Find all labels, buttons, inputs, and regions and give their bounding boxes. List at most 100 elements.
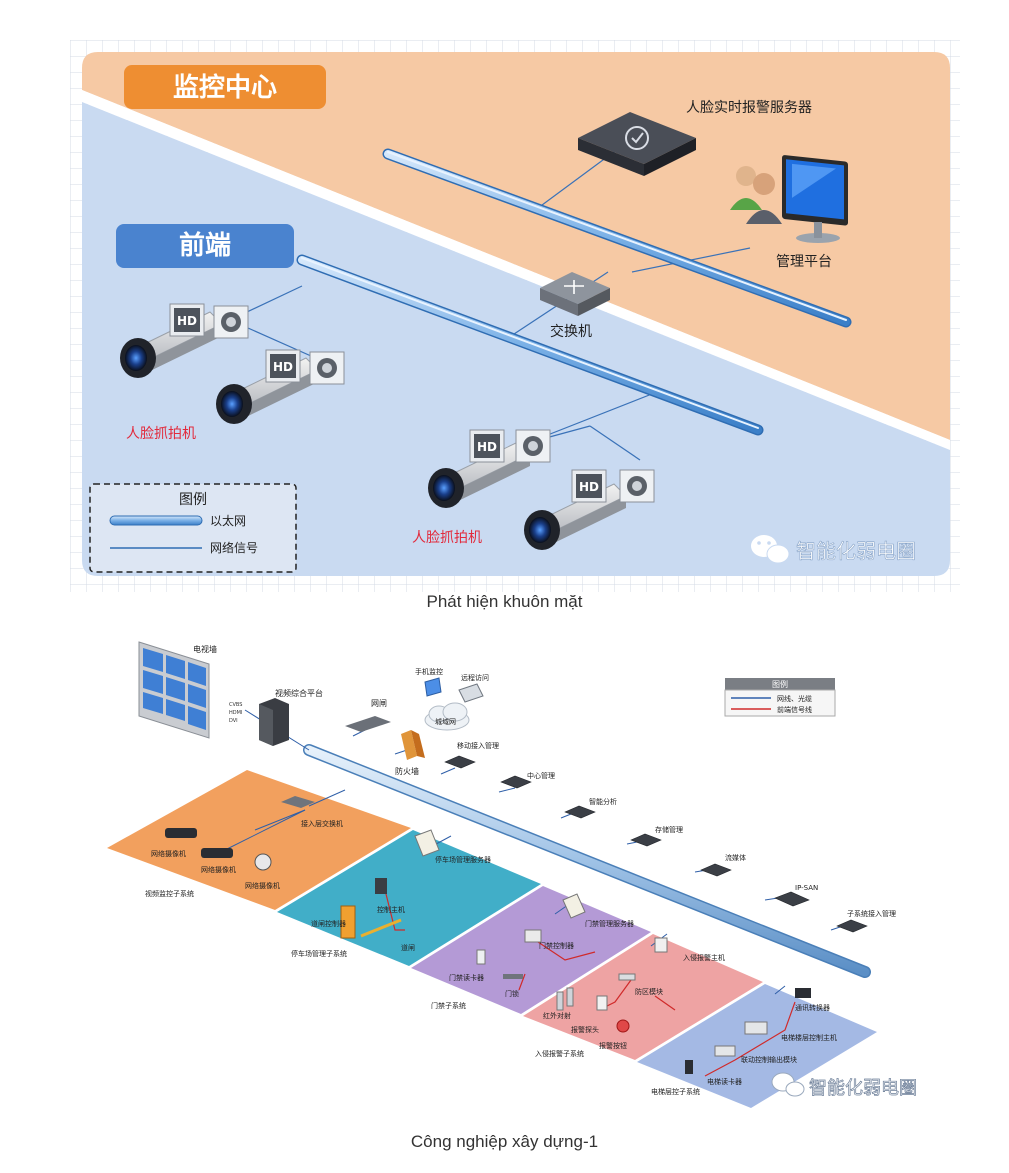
video-subsystem-zone <box>107 770 411 910</box>
access-server-label: 门禁管理服务器 <box>585 919 634 928</box>
camera-group-label-2: 人脸抓拍机 <box>412 530 482 546</box>
smart-analysis-label: 智能分析 <box>589 797 617 806</box>
alarm-host-icon <box>654 937 668 953</box>
legend-ethernet-swatch <box>109 515 203 526</box>
door-lock-icon <box>503 974 523 979</box>
watermark: 智能化弱电圈 <box>751 535 916 564</box>
legend-2: 图例 网线、光缆 前端信号线 <box>724 678 836 717</box>
subsystem-access-label: 子系统接入管理 <box>847 909 896 918</box>
hd-badge: HD <box>477 440 497 454</box>
door-lock-label: 门锁 <box>505 989 519 998</box>
center-mgmt-label: 中心管理 <box>527 771 555 780</box>
tv-wall-label: 电视墙 <box>193 644 217 654</box>
parking-subsystem-name: 停车场管理子系统 <box>291 949 347 958</box>
signal-cvbs: CVBS <box>229 702 242 708</box>
legend-ethernet-label: 以太网 <box>210 513 246 528</box>
remote-access-label: 远程访问 <box>461 673 489 682</box>
signal-hdmi: HDMI <box>229 710 242 716</box>
alarm-button-icon <box>616 1019 630 1033</box>
face-camera-3: HD <box>428 429 551 508</box>
subsystem-access-server-icon <box>836 919 868 933</box>
gate-controller-label: 道闸控制器 <box>311 919 346 928</box>
face-alarm-server-icon <box>578 112 696 176</box>
video-platform-icon <box>259 698 289 746</box>
front-end-label: 前端 <box>179 230 231 261</box>
legend-signal-label: 网络信号 <box>210 540 258 555</box>
linkage-label: 联动控制输出模块 <box>741 1055 797 1064</box>
video-cam-3-label: 网络摄像机 <box>245 881 280 890</box>
watermark-2: 智能化弱电圈 <box>771 1072 917 1099</box>
converter-label: 通讯转换器 <box>795 1003 830 1012</box>
mobile-access-label: 移动接入管理 <box>457 741 499 750</box>
legend: 图例 以太网 网络信号 <box>89 483 297 573</box>
parking-controller-label: 控制主机 <box>377 905 405 914</box>
streaming-label: 流媒体 <box>725 853 746 862</box>
converter-icon <box>795 988 811 998</box>
management-platform-icon <box>730 155 848 243</box>
access-server-icon <box>562 893 586 919</box>
legend-2-item-1: 网线、光缆 <box>777 694 812 703</box>
access-controller-label: 门禁控制器 <box>539 941 574 950</box>
floor-host-label: 电梯楼层控制主机 <box>781 1033 837 1042</box>
hd-badge: HD <box>273 360 293 374</box>
hd-badge: HD <box>177 314 197 328</box>
access-switch-label: 接入层交换机 <box>301 819 343 828</box>
switch-icon <box>540 272 610 316</box>
alarm-button-label: 报警按钮 <box>599 1041 627 1050</box>
wechat-icon <box>751 535 790 564</box>
legend-2-item-2: 前端信号线 <box>777 705 812 714</box>
video-subsystem-name: 视频监控子系统 <box>145 889 194 898</box>
face-camera-2: HD <box>216 349 345 424</box>
center-mgmt-server-icon <box>500 775 532 789</box>
detector-icon <box>596 995 608 1011</box>
barrier-label: 道闸 <box>401 943 415 952</box>
watermark-2-text: 智能化弱电圈 <box>809 1078 917 1099</box>
elevator-subsystem-name: 电梯层控子系统 <box>651 1087 700 1096</box>
parking-server-label: 停车场管理服务器 <box>435 855 491 864</box>
wan-label: 城域网 <box>435 717 456 726</box>
ir-beam-icon <box>556 991 564 1011</box>
storage-server-icon <box>630 833 662 847</box>
gateway-icon <box>345 716 391 732</box>
access-reader-label: 门禁读卡器 <box>449 973 484 982</box>
building-system-diagram: 电视墙 CVBS HDMI DVI 视频综合平台 网闸 防火墙 城域网 手机监控… <box>95 630 935 1115</box>
tv-wall-icon <box>138 641 210 739</box>
wechat-icon <box>771 1072 805 1097</box>
front-end-label-box <box>116 224 294 268</box>
ir-beam-icon <box>566 987 574 1007</box>
streaming-server-icon <box>700 863 732 877</box>
legend-2-title: 图例 <box>772 679 788 689</box>
video-platform-label: 视频综合平台 <box>275 688 323 698</box>
dome-camera-icon <box>254 853 272 871</box>
storage-label: 存储管理 <box>655 825 683 834</box>
elevator-reader-label: 电梯读卡器 <box>707 1077 742 1086</box>
monitoring-center-label-box <box>124 65 326 109</box>
signal-dvi: DVI <box>229 718 238 724</box>
video-cam-2-label: 网络摄像机 <box>201 865 236 874</box>
server-label: 人脸实时报警服务器 <box>686 100 812 116</box>
floor-host-icon <box>744 1021 768 1035</box>
monitoring-center-zone <box>82 52 950 440</box>
camera-group-label-1: 人脸抓拍机 <box>126 426 196 442</box>
intrusion-subsystem-zone <box>523 934 763 1060</box>
ir-label: 红外对射 <box>543 1011 571 1020</box>
barrier-arm-icon <box>360 918 402 938</box>
ipsan-label: IP-SAN <box>795 884 818 892</box>
zone-module-icon <box>618 973 636 981</box>
switch-label: 交换机 <box>550 323 592 340</box>
parking-controller-icon <box>375 878 387 894</box>
mobile-device-icon <box>424 677 442 697</box>
ipsan-icon <box>774 891 810 907</box>
firewall-icon <box>401 730 425 760</box>
watermark-text: 智能化弱电圈 <box>796 539 916 563</box>
alarm-host-label: 入侵报警主机 <box>683 953 725 962</box>
face-detection-diagram: 监控中心 前端 人脸实时报警服务器 管理平台 <box>70 40 960 592</box>
legend-title: 图例 <box>179 492 207 508</box>
access-subsystem-name: 门禁子系统 <box>431 1001 466 1010</box>
caption-face-detection: Phát hiện khuôn mặt <box>426 592 583 611</box>
access-subsystem-zone <box>411 886 651 1014</box>
monitoring-center-label: 监控中心 <box>173 73 277 103</box>
elevator-subsystem-zone <box>637 984 877 1108</box>
face-camera-4: HD <box>524 469 655 550</box>
gate-controller-icon <box>340 905 356 939</box>
